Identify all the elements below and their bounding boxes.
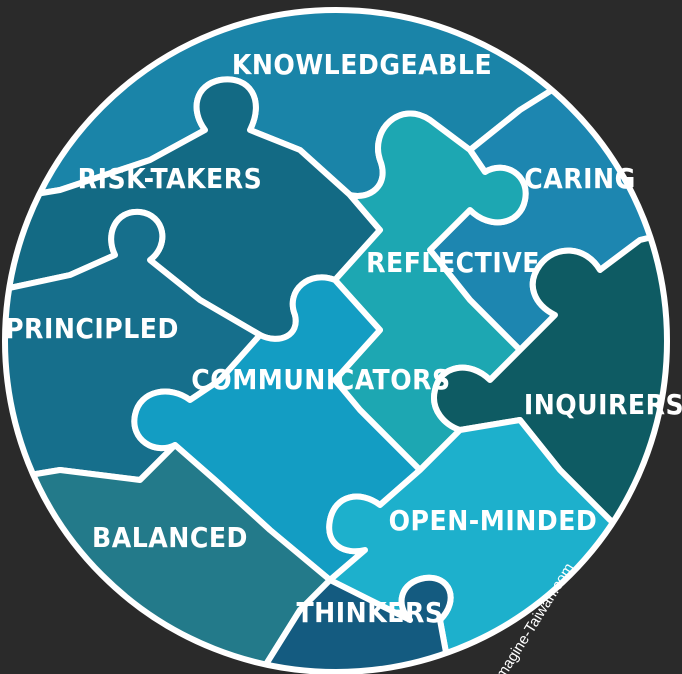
label-open-minded: OPEN-MINDED: [389, 504, 598, 537]
label-caring: CARING: [524, 162, 636, 195]
label-knowledgeable: KNOWLEDGEABLE: [232, 48, 492, 81]
piece-inquirers[interactable]: [431, 227, 682, 563]
label-thinkers: THINKERS: [297, 596, 444, 629]
label-balanced: BALANCED: [92, 521, 248, 554]
label-reflective: REFLECTIVE: [366, 246, 540, 279]
piece-thinkers[interactable]: [257, 574, 454, 674]
label-inquirers: INQUIRERS: [524, 388, 682, 421]
label-risk-takers: RISK-TAKERS: [78, 162, 263, 195]
label-communicators: COMMUNICATORS: [191, 363, 450, 396]
label-principled: PRINCIPLED: [5, 312, 179, 345]
outer-ring: [2, 7, 670, 674]
